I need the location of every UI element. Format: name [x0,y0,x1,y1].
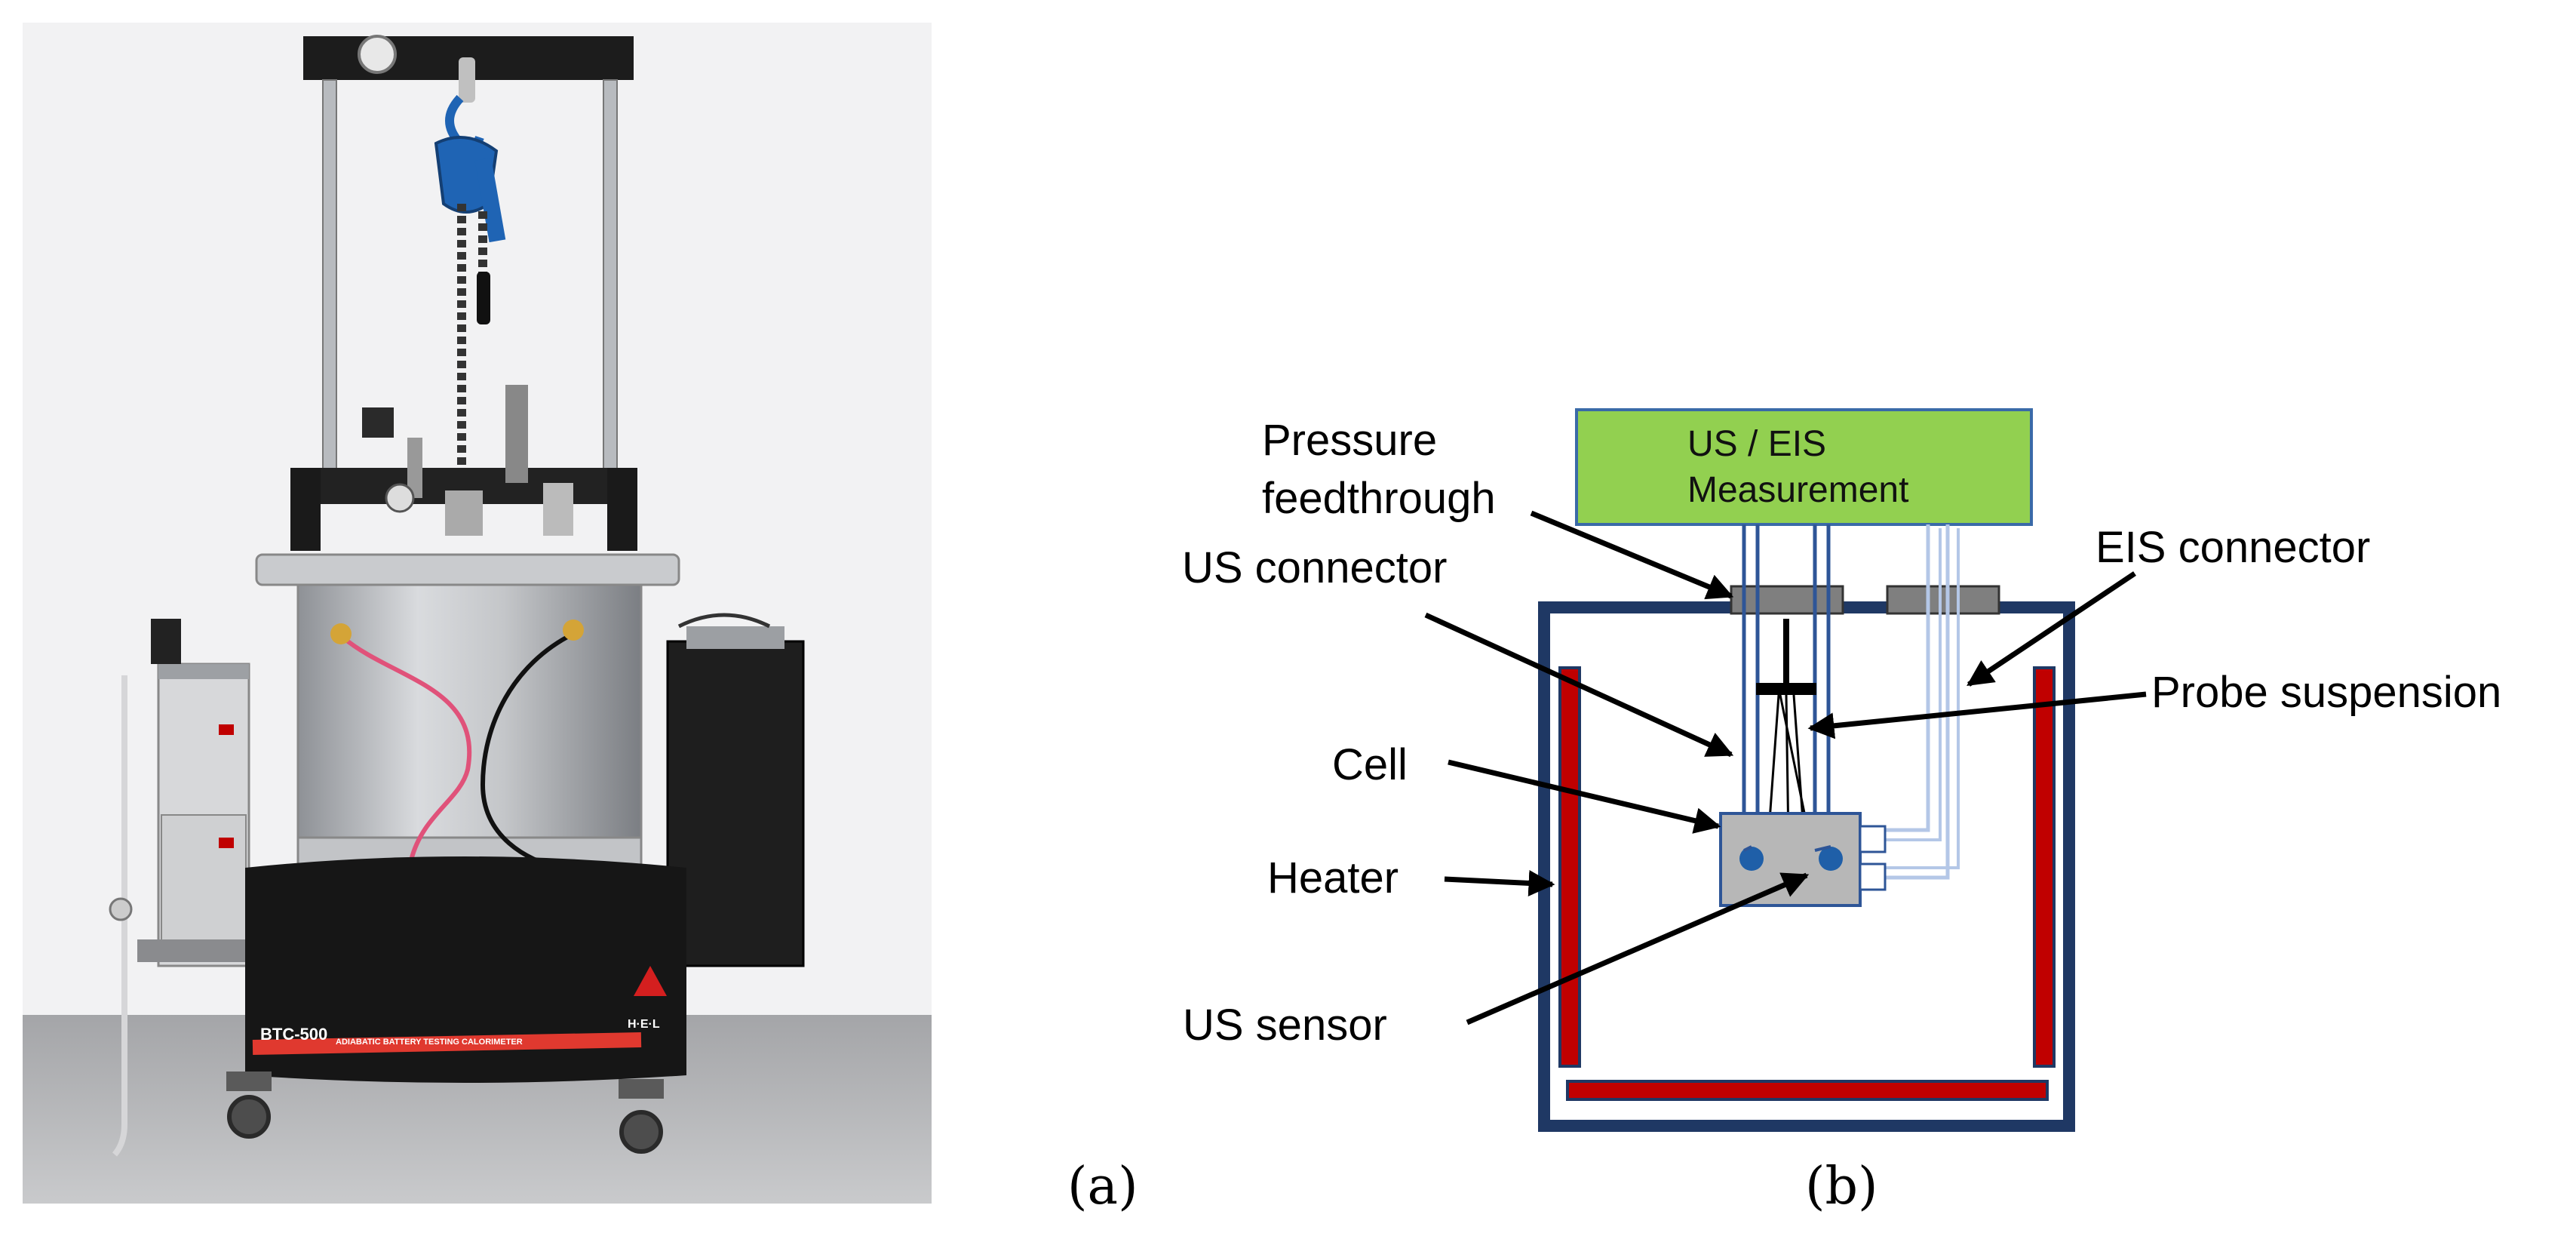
right-module [666,613,805,967]
heater-left [1558,666,1581,1068]
chain-hoist [434,57,506,483]
frame-post-right [603,79,618,503]
panel-label-b: (b) [1805,1157,1878,1216]
frame-post-left [322,79,337,503]
arrow-eis-connector [1967,571,2136,687]
label-eis-connector: EIS connector [2095,523,2370,572]
photo-subtitle-text: ADIABATIC BATTERY TESTING CALORIMETER [336,1038,523,1047]
cell-tab-top [1859,825,1887,853]
photo-logo-mark [634,966,667,996]
label-heater: Heater [1267,853,1399,902]
eis-feedthrough [1886,585,2000,615]
us-sensor-right [1819,847,1843,871]
measurement-box-line1: US / EIS [1687,424,1826,464]
arrow-us-connector [1424,612,1734,758]
top-fittings [290,385,637,551]
us-sensor-left [1739,847,1764,871]
base-cabinet: BTC-500 ADIABATIC BATTERY TESTING CALORI… [226,856,686,1154]
heater-bottom [1566,1080,2049,1101]
heater-right [2033,666,2056,1068]
arrow-us-sensor [1466,872,1810,1025]
probe-crossbar [1756,683,1816,695]
photo-logo-text: H·E·L [628,1018,660,1031]
eis-wire-3 [1884,528,1942,841]
frame-lamp [358,35,397,74]
photo-panel: BTC-500 ADIABATIC BATTERY TESTING CALORI… [23,23,932,1204]
vessel [255,553,680,888]
measurement-box-line2: Measurement [1687,470,1908,510]
eis-wire-2 [1884,524,1950,880]
label-pressure-line1: Pressure [1262,416,1437,465]
arrow-cell [1448,759,1721,834]
panel-label-a: (a) [1067,1157,1138,1216]
probe-strings [1764,694,1819,891]
label-pressure-line2: feedthrough [1262,474,1496,523]
cell-tab-bottom [1859,862,1887,891]
label-us-sensor: US sensor [1183,1001,1387,1050]
arrow-heater [1444,869,1555,896]
diagram-panel: US / EIS Measurement Pressure [1182,408,2501,1132]
left-modules [109,619,250,1157]
eis-wire-1 [1884,524,1930,832]
label-cell: Cell [1332,740,1408,789]
measurement-box [1575,408,2033,526]
label-probe-suspension: Probe suspension [2151,668,2501,717]
arrow-pressure-feedthrough [1530,510,1734,600]
pressure-feedthrough [1730,585,1844,615]
eis-wire-4 [1884,528,1960,869]
arrow-probe-suspension [1807,691,2147,739]
photo-model-text: BTC-500 [260,1025,327,1044]
label-us-connector: US connector [1182,543,1447,592]
